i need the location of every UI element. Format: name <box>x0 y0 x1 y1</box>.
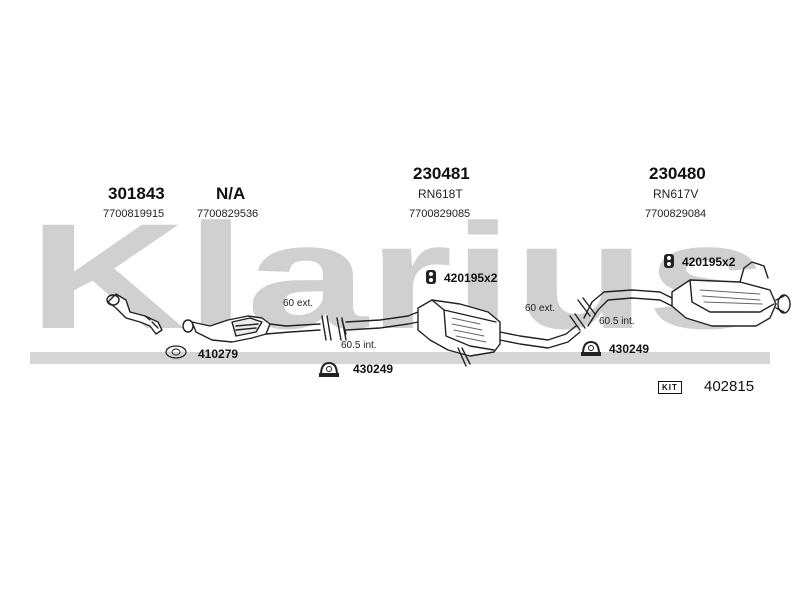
part-number-catalyst: N/A <box>216 184 246 203</box>
oem-centre-silencer: 7700829085 <box>409 208 471 220</box>
oem-catalyst: 7700829536 <box>197 208 259 220</box>
kit-number: 402815 <box>704 378 755 395</box>
watermark-logo: Klarius <box>28 192 768 360</box>
gasket-icon <box>165 345 187 359</box>
kit-icon: KIT <box>658 381 682 394</box>
code-centre-silencer: RN618T <box>418 187 463 201</box>
left-joint-marks <box>321 315 347 341</box>
joint-right-int: 60.5 int. <box>599 316 635 327</box>
part-number-centre-silencer: 230481 <box>413 164 470 183</box>
part-number-front-pipe: 301843 <box>108 184 165 203</box>
part-number-rear-silencer: 230480 <box>649 164 706 183</box>
clamp-icon <box>581 340 601 356</box>
joint-left-ext: 60 ext. <box>283 298 314 309</box>
watermark-text: Klarius <box>28 192 768 360</box>
clamp-icon <box>319 361 339 377</box>
hanger-mid-part-number: 420195x2 <box>444 271 498 285</box>
front-pipe-drawing <box>106 293 163 335</box>
joint-right-ext: 60 ext. <box>525 303 556 314</box>
clamp-right-part-number: 430249 <box>609 342 650 356</box>
hanger-icon <box>426 270 436 284</box>
centre-silencer-drawing <box>345 299 581 367</box>
clamp-left-part-number: 430249 <box>353 362 394 376</box>
catalyst-drawing <box>182 315 321 343</box>
gasket-part-number: 410279 <box>198 347 239 361</box>
rear-silencer-drawing <box>583 261 791 327</box>
joint-left-int: 60.5 int. <box>341 340 377 351</box>
right-joint-marks <box>569 297 596 331</box>
oem-rear-silencer: 7700829084 <box>645 208 707 220</box>
oem-front-pipe: 7700819915 <box>103 208 165 220</box>
code-rear-silencer: RN617V <box>653 187 699 201</box>
hanger-right-part-number: 420195x2 <box>682 255 736 269</box>
hanger-icon <box>664 254 674 268</box>
